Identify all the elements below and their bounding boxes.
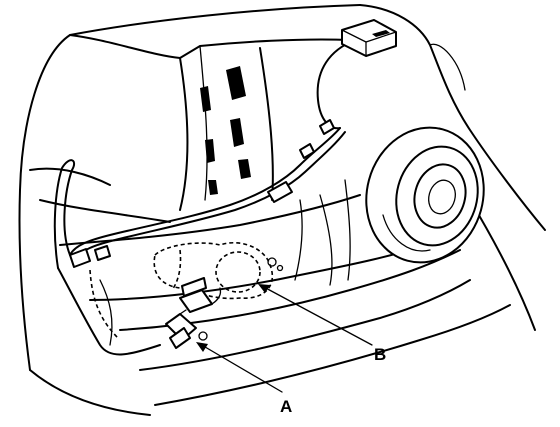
callout-b-leader [261,285,373,346]
connector-a [165,309,208,349]
callout-a: A [196,342,292,416]
callout-a-leader [199,343,283,393]
callout-b: B [258,284,386,364]
callout-b-arrowhead [258,284,270,293]
panel-openings [200,66,251,195]
callout-a-label: A [280,397,292,416]
callout-b-label: B [374,345,386,364]
door-speaker [365,126,485,264]
wire-harness [53,39,356,356]
callout-a-arrowhead [196,342,208,352]
motor-connector [179,277,222,313]
door-frame [18,4,546,416]
top-connector [341,19,397,57]
